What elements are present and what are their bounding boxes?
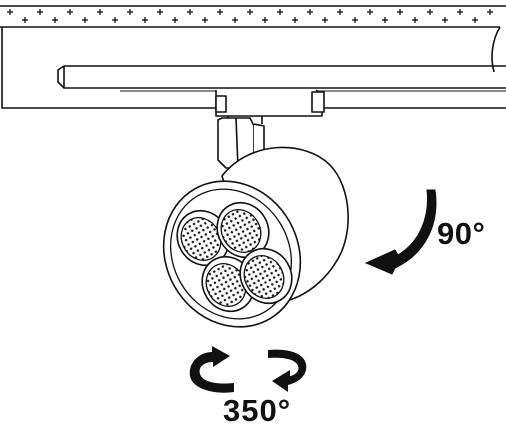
ceiling-hatch-icon — [0, 5, 506, 28]
track-spotlight-icon — [162, 89, 349, 328]
rotate-ccw-arrow-icon — [189, 346, 234, 393]
tilt-angle-label: 90° — [437, 216, 486, 251]
lens-lower-right — [239, 247, 293, 305]
lens-upper-right — [216, 201, 270, 259]
rotate-cw-arrow-icon — [268, 349, 307, 392]
curved-arrow-down-left-icon — [364, 189, 437, 275]
rotation-angle-label: 350° — [223, 393, 292, 428]
